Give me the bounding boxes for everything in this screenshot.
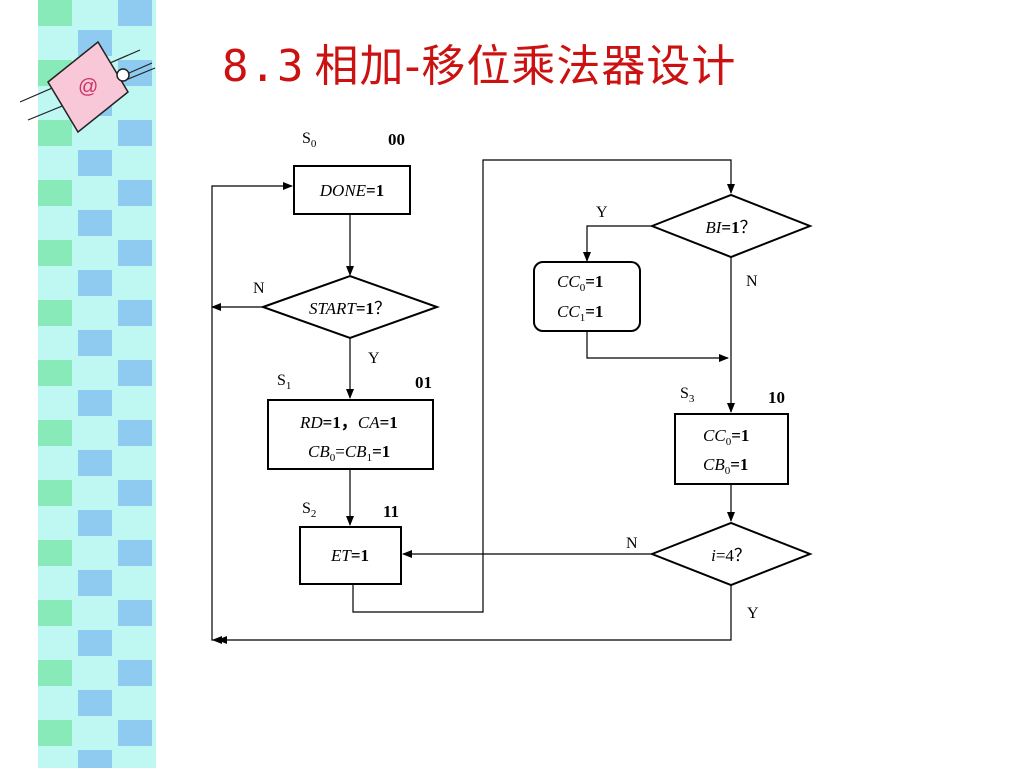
s2-state-code: 11 xyxy=(383,502,399,521)
start-yes-label: Y xyxy=(368,350,380,367)
title-text: 相加-移位乘法器设计 xyxy=(314,41,737,92)
logo-gate-icon: @ xyxy=(19,20,170,140)
s3-action-line2: CB0=1 xyxy=(703,455,748,477)
s1-state-label: S1 xyxy=(277,372,291,392)
s1-action-line1: RD=1，CA=1 xyxy=(299,413,398,432)
s3-state-code: 10 xyxy=(768,388,785,407)
s1-state-code: 01 xyxy=(415,373,432,392)
bi-yes-label: Y xyxy=(596,204,608,221)
cc-action-line1: CC0=1 xyxy=(557,272,603,294)
s0-state-label: S0 xyxy=(302,130,317,150)
bi-decision-text: BI=1？ xyxy=(705,218,756,237)
s3-state-label: S3 xyxy=(680,385,695,405)
flowchart: S0 00 DONE=1 START=1？ N Y S1 01 RD=1，CA=… xyxy=(200,115,820,660)
s1-state-box xyxy=(267,399,434,470)
arrow-cc-merge xyxy=(586,331,729,362)
bi-decision-diamond xyxy=(649,193,813,259)
start-decision-text: START=1？ xyxy=(309,299,391,318)
section-number: 8.3 xyxy=(222,41,305,92)
s1-action-line2: CB0=CB1=1 xyxy=(308,442,390,464)
bi-no-label: N xyxy=(746,273,758,290)
arrow-bi-yes xyxy=(583,225,652,262)
s3-state-box xyxy=(674,413,789,485)
s0-state-box xyxy=(293,165,411,215)
s2-action: ET=1 xyxy=(330,546,369,565)
s2-state-box xyxy=(299,526,402,585)
i-decision-diamond xyxy=(649,521,813,587)
s3-action-line1: CC0=1 xyxy=(703,426,749,448)
start-no-label: N xyxy=(253,280,265,297)
i-no-label: N xyxy=(626,535,638,552)
s2-state-label: S2 xyxy=(302,500,316,520)
arrow-s2-to-bi xyxy=(352,159,735,613)
decorative-side-strip xyxy=(38,0,156,768)
logo-symbol: @ xyxy=(78,76,98,98)
s0-action: DONE=1 xyxy=(319,181,384,200)
start-decision-diamond xyxy=(260,274,440,340)
s0-state-code: 00 xyxy=(388,130,405,149)
i-yes-label: Y xyxy=(747,605,759,622)
cc-action-line2: CC1=1 xyxy=(557,302,603,324)
i-decision-text: i=4？ xyxy=(711,546,751,565)
